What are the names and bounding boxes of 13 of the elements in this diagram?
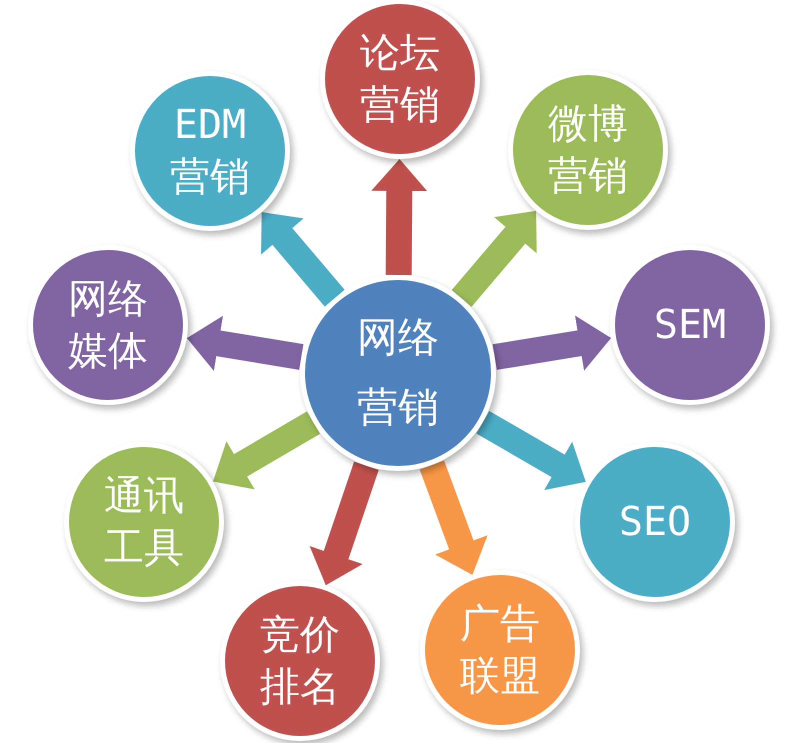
circle-label: 网络媒体 <box>67 275 149 376</box>
circle-label: 论坛营销 <box>359 29 441 130</box>
circle-label: 通讯工具 <box>103 472 185 573</box>
circle-label: 微博营销 <box>547 100 629 201</box>
arrow <box>371 158 428 276</box>
circle-label: 广告联盟 <box>459 600 541 701</box>
circle-label: SEM <box>654 301 726 350</box>
circle-label: 竞价排名 <box>259 611 341 712</box>
circle-label: SEO <box>618 498 692 547</box>
circle-label: 网络营销 <box>356 312 440 433</box>
arrow <box>492 316 614 371</box>
circle-label: EDM营销 <box>169 101 251 202</box>
arrow <box>184 316 304 371</box>
